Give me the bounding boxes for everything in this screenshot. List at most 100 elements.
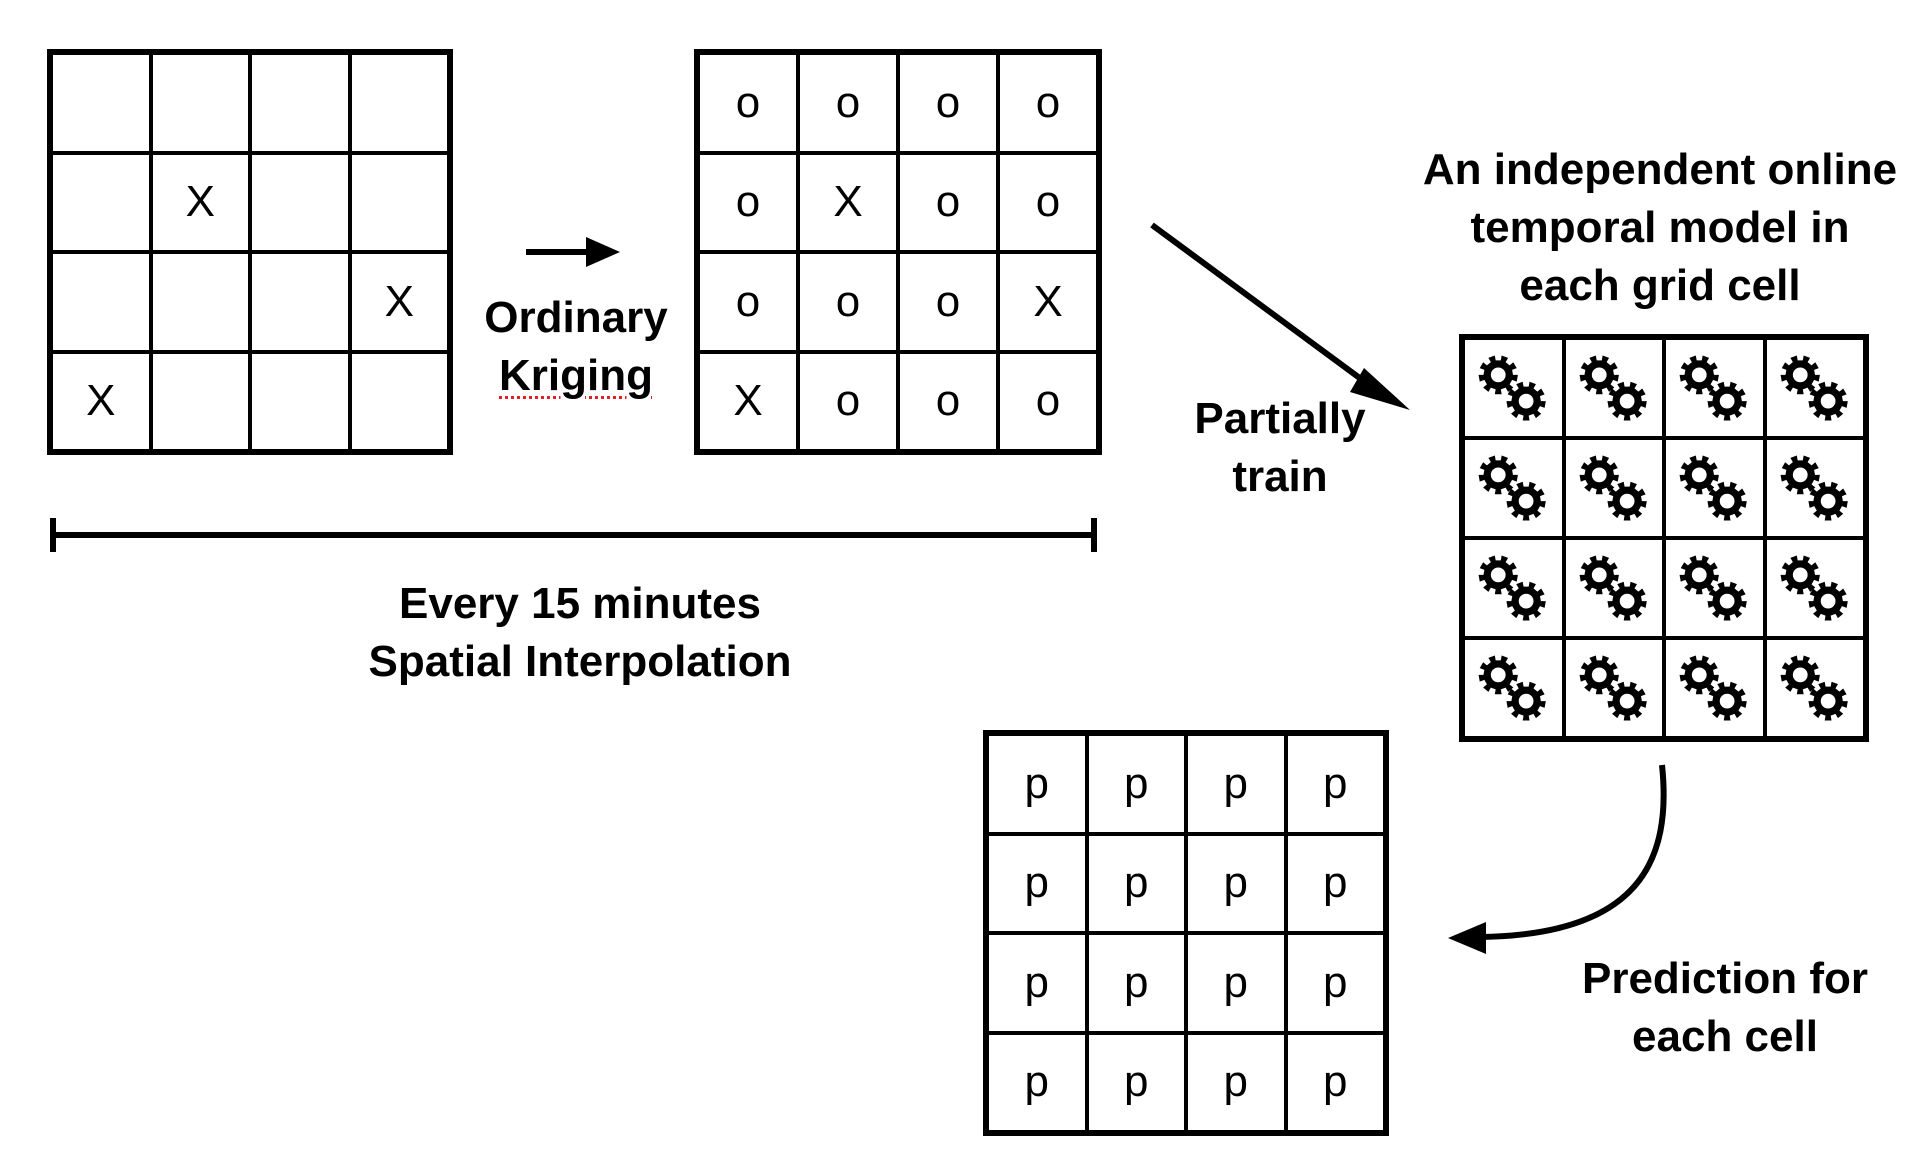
gears-icon	[1573, 447, 1655, 529]
gears-icon	[1472, 547, 1554, 629]
partially-train-label-line-1: Partially	[1194, 394, 1366, 443]
input-grid-cell: X	[150, 152, 250, 252]
model-grid-cell	[1764, 538, 1865, 638]
gears-icon	[1774, 647, 1856, 729]
time-span-bar	[50, 518, 1097, 552]
kriged-grid-cell: o	[798, 351, 898, 451]
prediction-grid-cell: p	[1285, 734, 1385, 834]
model-grid-cell	[1764, 638, 1865, 738]
prediction-grid-cell: p	[1086, 734, 1186, 834]
prediction-grid-cell: p	[987, 833, 1087, 933]
partially-train-label-line-2: train	[1232, 452, 1328, 501]
input-grid-cell	[51, 152, 151, 252]
train-arrow	[1150, 222, 1410, 410]
prediction-label: Prediction for each cell	[1540, 950, 1910, 1066]
prediction-grid-cell: p	[1186, 734, 1286, 834]
gears-icon	[1573, 347, 1655, 429]
prediction-grid-cell: p	[1186, 833, 1286, 933]
prediction-label-line-2: each cell	[1632, 1012, 1818, 1061]
gears-icon	[1774, 347, 1856, 429]
kriged-grid-cell: o	[698, 53, 798, 153]
model-grid-cell	[1463, 338, 1564, 438]
prediction-grid-cell: p	[1186, 933, 1286, 1033]
model-grid-cell	[1563, 638, 1664, 738]
kriged-grid-cell: X	[798, 152, 898, 252]
model-grid-cell	[1563, 338, 1664, 438]
input-grid-cell	[349, 152, 449, 252]
model-grid-cell	[1664, 338, 1765, 438]
prediction-grid-cell: p	[987, 734, 1087, 834]
gears-icon	[1673, 647, 1755, 729]
prediction-grid-cell: p	[1285, 1032, 1385, 1132]
prediction-arrow	[1448, 764, 1667, 954]
model-grid-cell	[1463, 638, 1564, 738]
gears-icon	[1472, 647, 1554, 729]
gears-icon	[1673, 547, 1755, 629]
kriged-grid-cell: o	[798, 53, 898, 153]
model-grid-cell	[1563, 538, 1664, 638]
model-grid-cell	[1664, 538, 1765, 638]
kriged-grid-cell: o	[698, 152, 798, 252]
model-grid-cell	[1463, 538, 1564, 638]
input-grid-cell	[150, 252, 250, 352]
gears-icon	[1774, 447, 1856, 529]
input-grid-cell: X	[349, 252, 449, 352]
gears-icon	[1472, 447, 1554, 529]
kriged-grid-cell: o	[898, 252, 998, 352]
kriged-grid-cell: o	[898, 351, 998, 451]
prediction-grid-cell: p	[987, 933, 1087, 1033]
prediction-label-line-1: Prediction for	[1581, 954, 1869, 1003]
kriging-label-line-2: Kriging	[499, 351, 653, 400]
input-grid-cell	[51, 53, 151, 153]
kriged-grid-cell: o	[998, 152, 1098, 252]
gears-icon	[1573, 547, 1655, 629]
interval-label: Every 15 minutes Spatial Interpolation	[330, 575, 830, 691]
kriged-grid-cell: o	[998, 351, 1098, 451]
prediction-grid-cell: p	[1086, 933, 1186, 1033]
model-grid-cell	[1764, 338, 1865, 438]
model-grid-cell	[1664, 438, 1765, 538]
partially-train-label: Partially train	[1170, 390, 1390, 506]
kriged-grid-cell: o	[998, 53, 1098, 153]
prediction-grid-cell: p	[1086, 833, 1186, 933]
prediction-grid-cell: p	[1086, 1032, 1186, 1132]
prediction-grid-cell: p	[1186, 1032, 1286, 1132]
input-grid-cell	[51, 252, 151, 352]
kriged-grid-cell: o	[898, 53, 998, 153]
kriged-grid-cell: o	[698, 252, 798, 352]
input-grid-cell	[250, 53, 350, 153]
model-grid-cell	[1764, 438, 1865, 538]
kriged-grid-cell: X	[998, 252, 1098, 352]
prediction-grid-cell: p	[1285, 933, 1385, 1033]
interval-label-line-2: Spatial Interpolation	[368, 637, 792, 686]
temporal-model-grid	[1459, 334, 1869, 742]
input-grid-cell	[250, 252, 350, 352]
model-grid-cell	[1463, 438, 1564, 538]
model-label-line-1: An independent online	[1422, 145, 1898, 194]
input-grid-cell	[250, 351, 350, 451]
kriged-grid-cell: o	[798, 252, 898, 352]
input-grid-cell	[250, 152, 350, 252]
interval-label-line-1: Every 15 minutes	[399, 579, 761, 628]
gears-icon	[1673, 447, 1755, 529]
prediction-grid-cell: p	[1285, 833, 1385, 933]
kriging-label: Ordinary Kriging	[468, 289, 684, 405]
input-grid-cell	[349, 53, 449, 153]
model-grid-cell	[1664, 638, 1765, 738]
gears-icon	[1774, 547, 1856, 629]
model-grid-cell	[1563, 438, 1664, 538]
kriged-grid-cell: o	[898, 152, 998, 252]
kriging-label-line-1: Ordinary	[484, 293, 668, 342]
gears-icon	[1472, 347, 1554, 429]
gears-icon	[1573, 647, 1655, 729]
kriged-grid-cell: X	[698, 351, 798, 451]
kriging-arrow	[526, 237, 620, 267]
model-label: An independent online temporal model in …	[1390, 141, 1922, 315]
model-label-line-2: temporal model in	[1470, 203, 1850, 252]
prediction-grid-cell: p	[987, 1032, 1087, 1132]
model-label-line-3: each grid cell	[1519, 261, 1801, 310]
